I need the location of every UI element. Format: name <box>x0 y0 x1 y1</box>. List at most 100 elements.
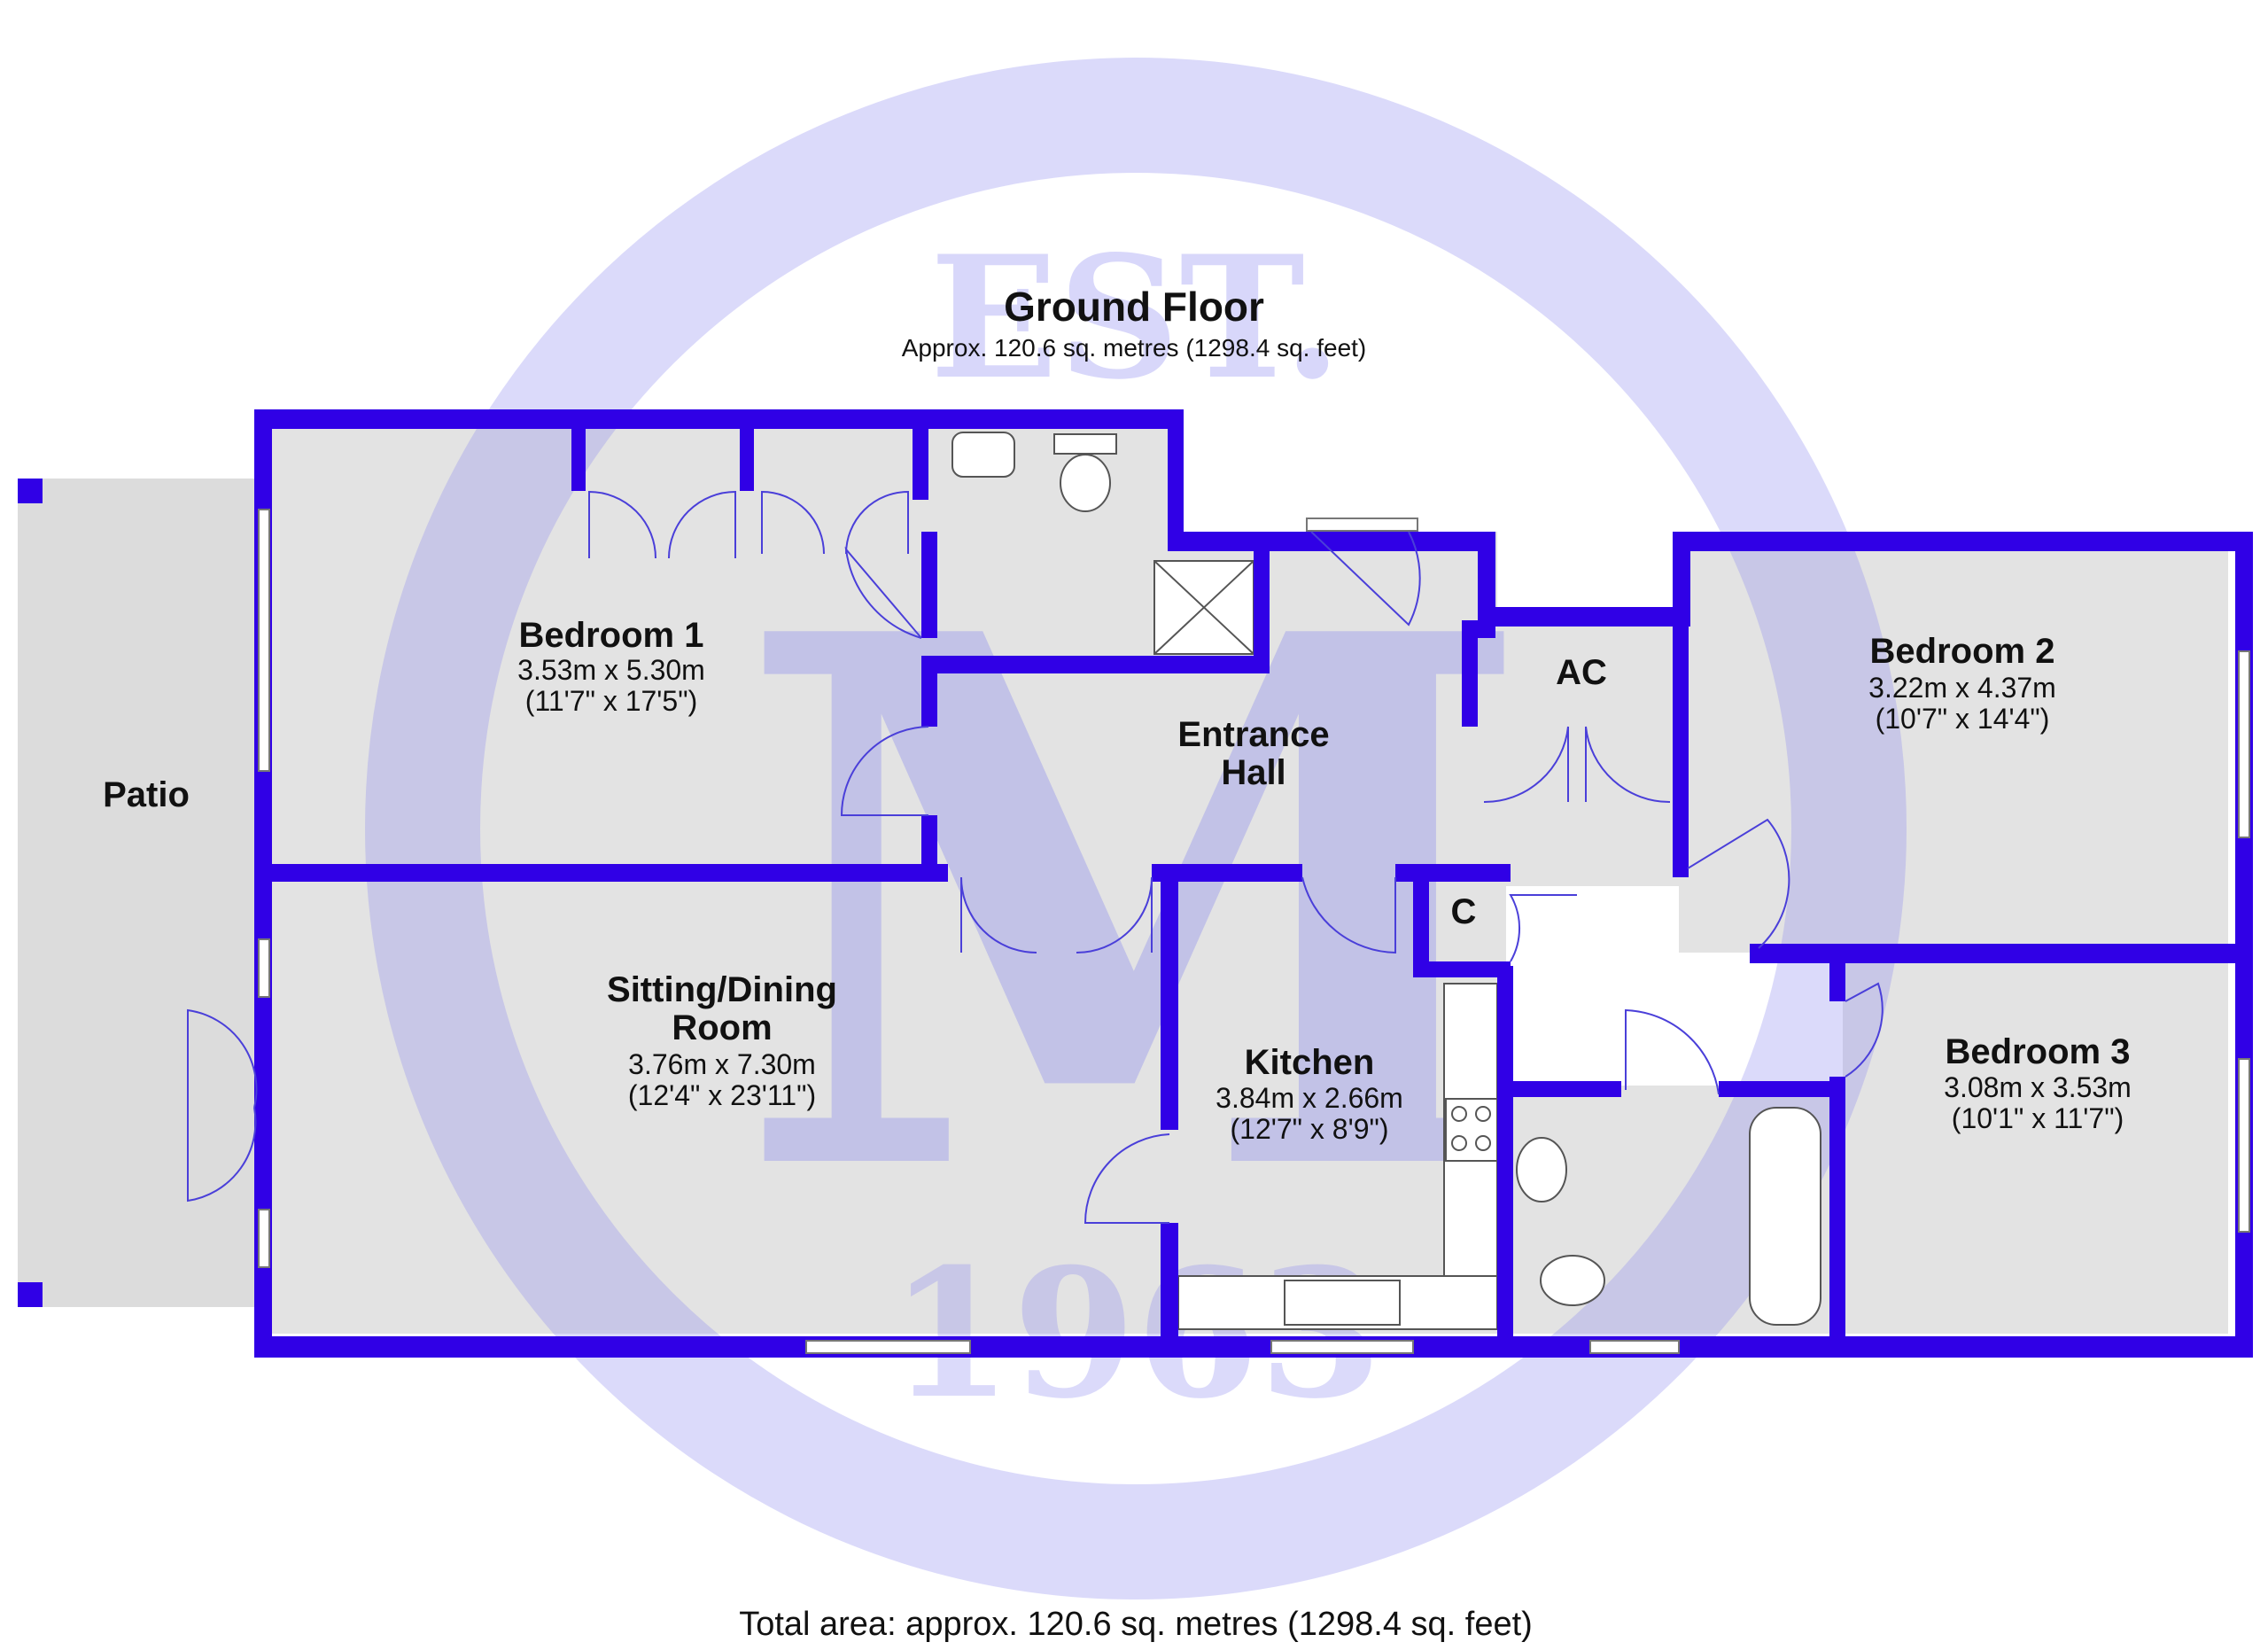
wall-sitting-kitchen <box>1161 864 1178 1130</box>
window-sitting-lower <box>258 1209 270 1268</box>
doors <box>187 490 1884 1224</box>
door-sitting <box>960 876 1037 953</box>
door-front <box>1310 531 1421 627</box>
room-label-sitting-dining: Sitting/Dining <box>607 970 837 1009</box>
window-bathroom <box>1589 1340 1680 1354</box>
wall-bath-top-right <box>1719 1081 1838 1097</box>
wall-outer-top-left <box>254 409 1178 429</box>
bedroom2-floor <box>1679 532 2228 953</box>
wall-hall-mid <box>1152 864 1302 882</box>
door-ac <box>1483 726 1569 804</box>
room-dim-bedroom3-metric: 3.08m x 3.53m <box>1944 1071 2132 1103</box>
room-dim-bedroom1-metric: 3.53m x 5.30m <box>517 654 705 686</box>
ensuite-toilet <box>1060 454 1111 512</box>
wall-bed3-left <box>1829 953 1845 1001</box>
wall-ensuite-right <box>1254 549 1270 673</box>
shower-line <box>1153 560 1254 655</box>
wall-closet <box>913 429 928 500</box>
room-label-cupboard: C <box>1451 892 1477 931</box>
wall-sitting-kitchen-lower <box>1161 1223 1178 1347</box>
wall-bed2-top-left <box>1673 532 1690 625</box>
wall-ensuite-bottom <box>928 656 1265 673</box>
total-area: Total area: approx. 120.6 sq. metres (12… <box>739 1606 1533 1643</box>
wall-bed1-bottom <box>266 864 930 882</box>
wall-bed3-left-lower <box>1829 1077 1845 1343</box>
room-label-entrance-hall: Entrance <box>1177 715 1329 754</box>
windows <box>258 509 2250 1354</box>
room-dim-kitchen-imperial: (12'7" x 8'9") <box>1230 1113 1388 1145</box>
door-closet <box>761 490 825 555</box>
door-closet <box>668 490 736 559</box>
wall-outer-top-right <box>1673 532 2253 551</box>
door-sitting <box>1076 876 1153 953</box>
bathroom-basin <box>1516 1137 1567 1202</box>
wall-bed1-right-lower <box>921 656 937 727</box>
wall-bath-top <box>1506 1081 1621 1097</box>
ac-floor <box>1471 620 1683 886</box>
patio-post <box>18 1282 43 1307</box>
hob-ring <box>1475 1135 1491 1151</box>
wall-bed1-right-upper <box>921 532 937 638</box>
patio-area <box>18 479 266 1307</box>
sitting-floor <box>266 868 1169 1334</box>
watermark-ring <box>365 58 1907 1599</box>
bathroom-toilet <box>1540 1255 1605 1306</box>
room-label-sitting-dining-2: Room <box>672 1008 772 1047</box>
wall-outer-bottom <box>254 1336 2253 1358</box>
watermark-logo: M <box>734 479 1538 1333</box>
room-label-bedroom1: Bedroom 1 <box>519 616 704 655</box>
floor-title: Ground Floor <box>1004 284 1264 330</box>
window-bed1 <box>258 509 270 772</box>
door-ac <box>1585 726 1671 804</box>
patio-post <box>18 479 43 503</box>
door-closet <box>588 490 656 559</box>
wall-cupboard-bottom <box>1413 961 1511 977</box>
watermark-year: 1963 <box>889 1230 1383 1438</box>
floor-subtitle: Approx. 120.6 sq. metres (1298.4 sq. fee… <box>902 334 1367 362</box>
window-sitting-bottom <box>805 1340 971 1354</box>
hob <box>1445 1098 1498 1162</box>
window-sitting-upper <box>258 938 270 998</box>
wall-top-mid <box>1168 532 1495 551</box>
bedroom3-floor <box>1843 953 2228 1334</box>
room-label-patio: Patio <box>103 775 190 814</box>
room-dim-bedroom3-imperial: (10'1" x 11'7") <box>1952 1102 2124 1134</box>
door-cupboard <box>1509 894 1577 962</box>
window-bed2 <box>2238 650 2250 838</box>
room-dim-bedroom2-metric: 3.22m x 4.37m <box>1868 672 2056 704</box>
door-bed3 <box>1845 982 1884 1078</box>
room-label-kitchen: Kitchen <box>1245 1043 1375 1082</box>
kitchen-sink <box>1284 1280 1401 1326</box>
wall-closet <box>571 429 586 491</box>
door-patio <box>187 1107 257 1202</box>
bath <box>1749 1107 1821 1326</box>
door-kitchen-sitting <box>1084 1133 1170 1224</box>
bedroom1-floor <box>266 425 930 868</box>
room-label-entrance-hall-2: Hall <box>1221 753 1285 792</box>
wall-bed1-right-bottom <box>921 815 937 877</box>
window-bed3 <box>2238 1058 2250 1233</box>
hob-ring <box>1475 1106 1491 1122</box>
door-ensuite <box>844 546 922 639</box>
room-dim-sitting-metric: 3.76m x 7.30m <box>628 1048 816 1080</box>
hob-ring <box>1451 1135 1467 1151</box>
fixtures <box>951 432 1821 1330</box>
room-label-ac: AC <box>1556 653 1607 692</box>
wall-ac-right <box>1673 620 1689 877</box>
wall-ac-left <box>1462 620 1478 727</box>
room-dim-kitchen-metric: 3.84m x 2.66m <box>1216 1082 1403 1114</box>
door-bathroom <box>1625 1008 1720 1095</box>
ensuite-basin <box>951 432 1015 478</box>
door-bed1 <box>840 726 929 816</box>
wall-hall-kitchen <box>1395 864 1511 882</box>
wall-bed2-bottom <box>1750 944 2246 963</box>
window-kitchen <box>1270 1340 1414 1354</box>
wall-closet <box>740 429 754 491</box>
room-dim-bedroom1-imperial: (11'7" x 17'5") <box>525 685 697 717</box>
wall-ac-top <box>1478 607 1690 627</box>
ensuite-cistern <box>1053 433 1117 455</box>
door-kitchen-hall <box>1301 876 1396 954</box>
room-label-bedroom3: Bedroom 3 <box>1946 1032 2131 1071</box>
watermark-est: EST. <box>929 219 1341 416</box>
